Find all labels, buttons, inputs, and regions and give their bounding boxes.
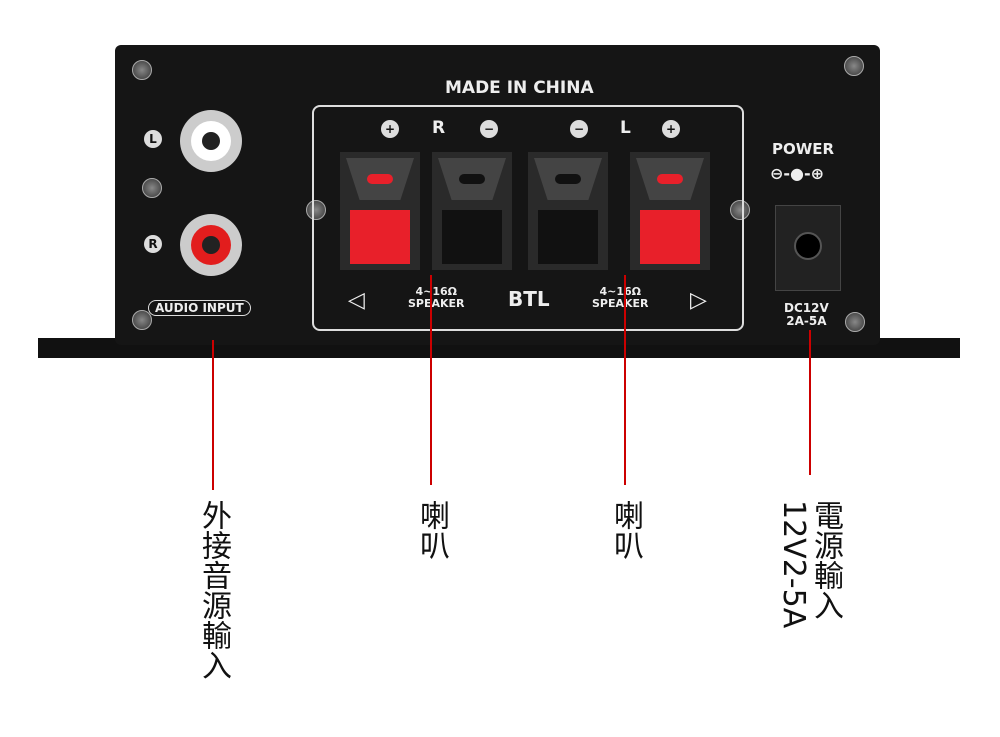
btl-label: BTL xyxy=(508,287,550,311)
rca-input-left[interactable] xyxy=(180,110,242,172)
dc-power-jack[interactable] xyxy=(775,205,841,291)
screw-icon xyxy=(844,56,864,76)
speaker-icon: ▷ xyxy=(690,288,707,313)
callout-line-speaker-left xyxy=(430,275,432,485)
screw-icon xyxy=(730,200,750,220)
speaker-left-label: SPEAKER xyxy=(408,297,465,310)
terminal-r-minus[interactable] xyxy=(432,152,512,270)
audio-input-label: AUDIO INPUT xyxy=(148,300,251,316)
screw-icon xyxy=(132,310,152,330)
annotation-audio-input: 外接音源輸入 xyxy=(196,500,231,680)
annotation-speaker-left: 喇叭 xyxy=(414,500,449,560)
minus-icon: − xyxy=(480,120,498,138)
speaker-right-label: SPEAKER xyxy=(592,297,649,310)
speaker-icon: ◁ xyxy=(348,288,365,313)
terminal-r-plus[interactable] xyxy=(340,152,420,270)
made-in-label: MADE IN CHINA xyxy=(445,78,594,98)
callout-line-power xyxy=(809,330,811,475)
screw-icon xyxy=(845,312,865,332)
callout-line-speaker-right xyxy=(624,275,626,485)
polarity-icon: ⊖-●-⊕ xyxy=(770,164,825,183)
terminal-l-minus[interactable] xyxy=(528,152,608,270)
annotation-power-spec: 12V2-5A xyxy=(776,500,811,629)
speaker-r-label: R xyxy=(432,118,446,138)
callout-line-audio xyxy=(212,340,214,490)
left-channel-label: L xyxy=(144,130,162,148)
screw-icon xyxy=(306,200,326,220)
minus-icon: − xyxy=(570,120,588,138)
annotation-power-input: 電源輸入 xyxy=(808,500,843,620)
rca-input-right[interactable] xyxy=(180,214,242,276)
screw-icon xyxy=(132,60,152,80)
right-channel-label: R xyxy=(144,235,162,253)
plus-icon: + xyxy=(381,120,399,138)
dc-current: 2A-5A xyxy=(786,314,827,328)
plus-icon: + xyxy=(662,120,680,138)
annotation-speaker-right: 喇叭 xyxy=(608,500,643,560)
speaker-l-label: L xyxy=(620,118,631,138)
dc-voltage: DC12V xyxy=(784,301,829,315)
terminal-l-plus[interactable] xyxy=(630,152,710,270)
impedance-right: 4~16Ω xyxy=(599,285,642,298)
screw-icon xyxy=(142,178,162,198)
power-label: POWER xyxy=(772,140,835,158)
speaker-terminal-frame xyxy=(312,105,744,331)
impedance-left: 4~16Ω xyxy=(415,285,458,298)
